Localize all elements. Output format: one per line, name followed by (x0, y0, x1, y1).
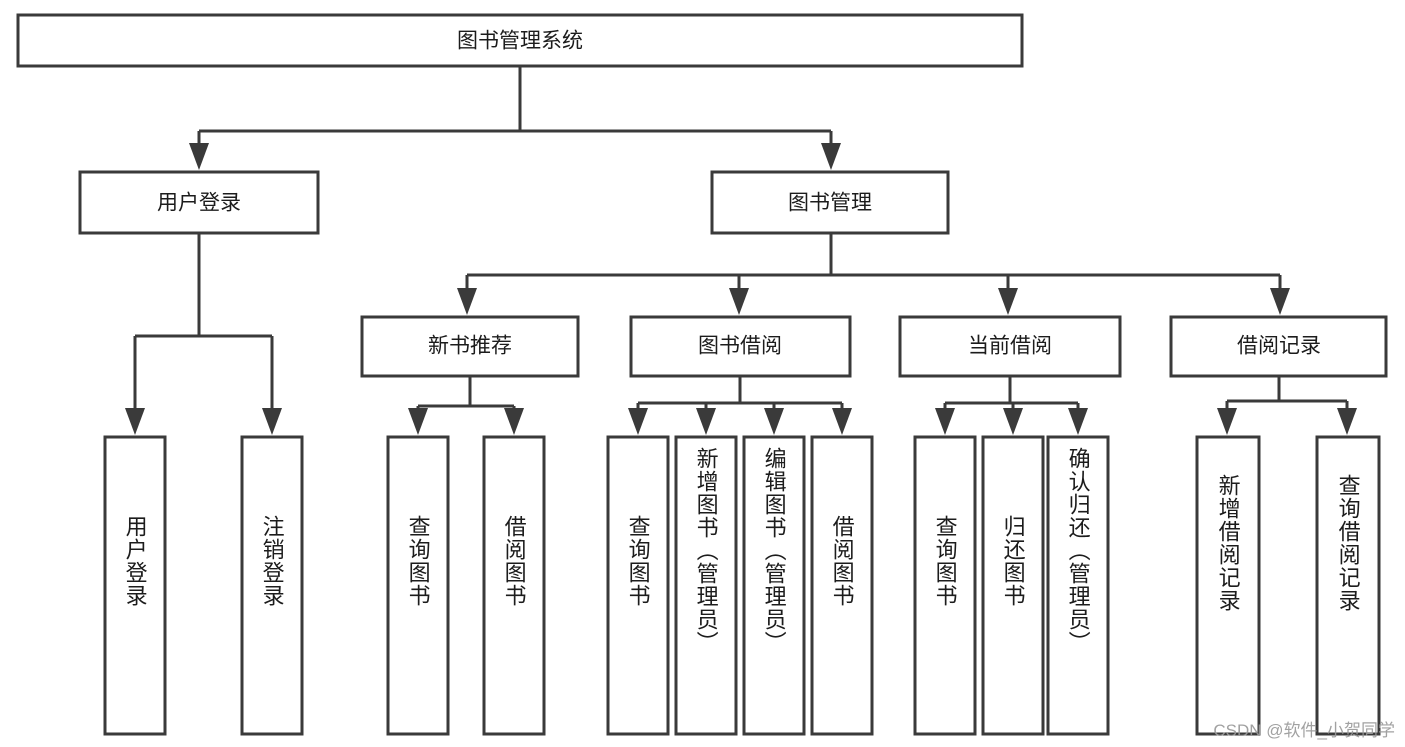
node-layer: 图书管理系统 用户登录 图书管理 新书推荐 图书借阅 当前 (16, 13, 1388, 736)
arrow-head-leaf-logout-login (262, 408, 282, 435)
arrow-head-book-borrow (729, 288, 749, 315)
node-borrow-record-box[interactable] (1169, 315, 1388, 378)
node-new-book-recommend-box[interactable] (360, 315, 580, 378)
node-book-borrow[interactable]: 图书借阅 (629, 315, 852, 378)
node-current-borrow-label: 当前借阅 (968, 335, 1052, 358)
arrow-head-leaf-query-record (1337, 408, 1357, 435)
node-leaf-add-book-box[interactable] (674, 435, 738, 736)
node-root-label: 图书管理系统 (457, 30, 583, 53)
node-borrow-record-label: 借阅记录 (1237, 335, 1321, 358)
arrow-head-leaf-borrow-book-1 (504, 408, 524, 435)
node-leaf-edit-book-box[interactable] (742, 435, 806, 736)
node-new-book-recommend-label: 新书推荐 (428, 335, 512, 358)
arrow-head-leaf-edit-book (764, 408, 784, 435)
node-leaf-borrow-book-2-box[interactable] (810, 435, 874, 736)
arrow-head-leaf-query-book-1 (408, 408, 428, 435)
node-new-book-recommend[interactable]: 新书推荐 (360, 315, 580, 378)
connector-layer (125, 66, 1357, 435)
node-leaf-query-book-3-box[interactable] (913, 435, 977, 736)
node-book-manage-box[interactable] (710, 170, 950, 235)
node-book-manage-label: 图书管理 (788, 192, 872, 215)
node-current-borrow[interactable]: 当前借阅 (898, 315, 1122, 378)
node-leaf-logout-login-box[interactable] (240, 435, 304, 736)
arrow-head-leaf-query-book-2 (628, 408, 648, 435)
node-leaf-add-record-box[interactable] (1195, 435, 1261, 736)
arrow-head-current-borrow (998, 288, 1018, 315)
arrow-head-book-manage (821, 143, 841, 170)
arrow-head-leaf-confirm-return (1068, 408, 1088, 435)
node-leaf-query-book-2-box[interactable] (606, 435, 670, 736)
arrow-head-leaf-return-book (1003, 408, 1023, 435)
arrow-head-user-login (189, 143, 209, 170)
node-user-login-label: 用户登录 (157, 192, 241, 215)
node-book-manage[interactable]: 图书管理 (710, 170, 950, 235)
node-user-login-box[interactable] (78, 170, 320, 235)
node-current-borrow-box[interactable] (898, 315, 1122, 378)
node-user-login[interactable]: 用户登录 (78, 170, 320, 235)
node-root[interactable]: 图书管理系统 (16, 13, 1024, 68)
arrow-head-leaf-borrow-book-2 (832, 408, 852, 435)
arrow-head-leaf-add-record (1217, 408, 1237, 435)
node-root-box[interactable] (16, 13, 1024, 68)
node-leaf-return-book-box[interactable] (981, 435, 1045, 736)
arrow-head-leaf-user-login (125, 408, 145, 435)
node-borrow-record[interactable]: 借阅记录 (1169, 315, 1388, 378)
node-book-borrow-box[interactable] (629, 315, 852, 378)
arrow-head-new-book-recommend (457, 288, 477, 315)
node-book-borrow-label: 图书借阅 (698, 335, 782, 358)
arrow-head-leaf-query-book-3 (935, 408, 955, 435)
node-leaf-user-login-box[interactable] (103, 435, 167, 736)
node-leaf-borrow-book-1-box[interactable] (482, 435, 546, 736)
arrow-head-leaf-add-book (696, 408, 716, 435)
arrow-head-borrow-record (1270, 288, 1290, 315)
node-leaf-confirm-return-box[interactable] (1046, 435, 1110, 736)
node-leaf-query-record-box[interactable] (1315, 435, 1381, 736)
node-leaf-query-book-1-box[interactable] (386, 435, 450, 736)
